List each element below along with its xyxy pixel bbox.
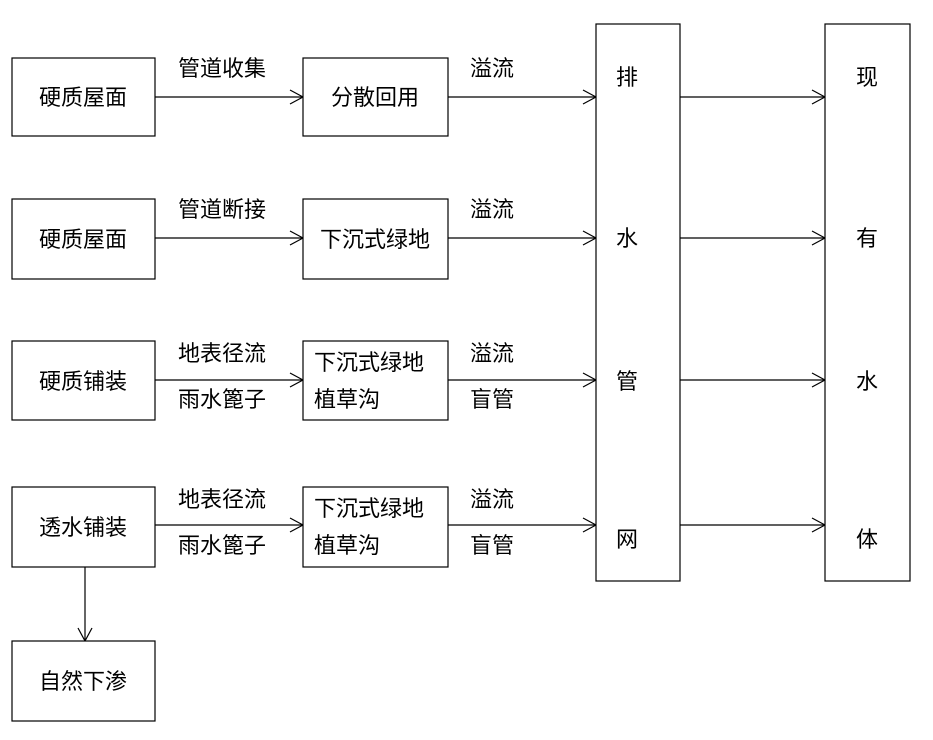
- facility-label-4-line1: 下沉式绿地: [314, 497, 424, 522]
- facility-label-1: 分散回用: [331, 86, 419, 111]
- facility-label-2: 下沉式绿地: [320, 228, 430, 253]
- path-label-4-bottom: 雨水篦子: [178, 534, 266, 559]
- overflow-label-3-top: 溢流: [470, 342, 514, 367]
- overflow-label-4-top: 溢流: [470, 488, 514, 513]
- facility-box-3: [302, 340, 449, 421]
- drainage-network-char-3: 管: [616, 370, 638, 395]
- overflow-label-3-bottom: 盲管: [470, 388, 514, 413]
- source-box-4: [11, 486, 156, 568]
- path-label-3-bottom: 雨水篦子: [178, 388, 266, 413]
- overflow-label-1: 溢流: [470, 57, 514, 82]
- facility-label-3-line1: 下沉式绿地: [314, 351, 424, 376]
- facility-box-2: [302, 198, 449, 280]
- source-label-3: 硬质铺装: [39, 370, 127, 395]
- path-label-3-top: 地表径流: [178, 342, 266, 367]
- water-body-char-3: 水: [856, 370, 878, 395]
- facility-label-4-line2: 植草沟: [314, 534, 380, 559]
- infiltration-box: [11, 640, 156, 722]
- facility-box-1: [302, 57, 449, 137]
- water-body-char-4: 体: [856, 528, 878, 553]
- overflow-label-2: 溢流: [470, 198, 514, 223]
- facility-box-4: [302, 486, 449, 568]
- overflow-label-4-bottom: 盲管: [470, 534, 514, 559]
- water-body-char-2: 有: [856, 227, 878, 252]
- source-label-2: 硬质屋面: [39, 228, 127, 253]
- drainage-network-box: [595, 23, 681, 582]
- path-label-2: 管道断接: [178, 198, 266, 223]
- path-label-4-top: 地表径流: [178, 488, 266, 513]
- source-label-1: 硬质屋面: [39, 86, 127, 111]
- infiltration-label: 自然下渗: [39, 670, 127, 695]
- path-label-1: 管道收集: [178, 57, 266, 82]
- source-box-1: [11, 57, 156, 137]
- drainage-network-char-2: 水: [616, 227, 638, 252]
- water-body-char-1: 现: [856, 66, 878, 91]
- source-label-4: 透水铺装: [39, 516, 127, 541]
- facility-label-3-line2: 植草沟: [314, 388, 380, 413]
- drainage-network-char-4: 网: [616, 528, 638, 553]
- source-box-2: [11, 198, 156, 280]
- drainage-network-char-1: 排: [616, 66, 638, 91]
- water-body-box: [824, 23, 911, 582]
